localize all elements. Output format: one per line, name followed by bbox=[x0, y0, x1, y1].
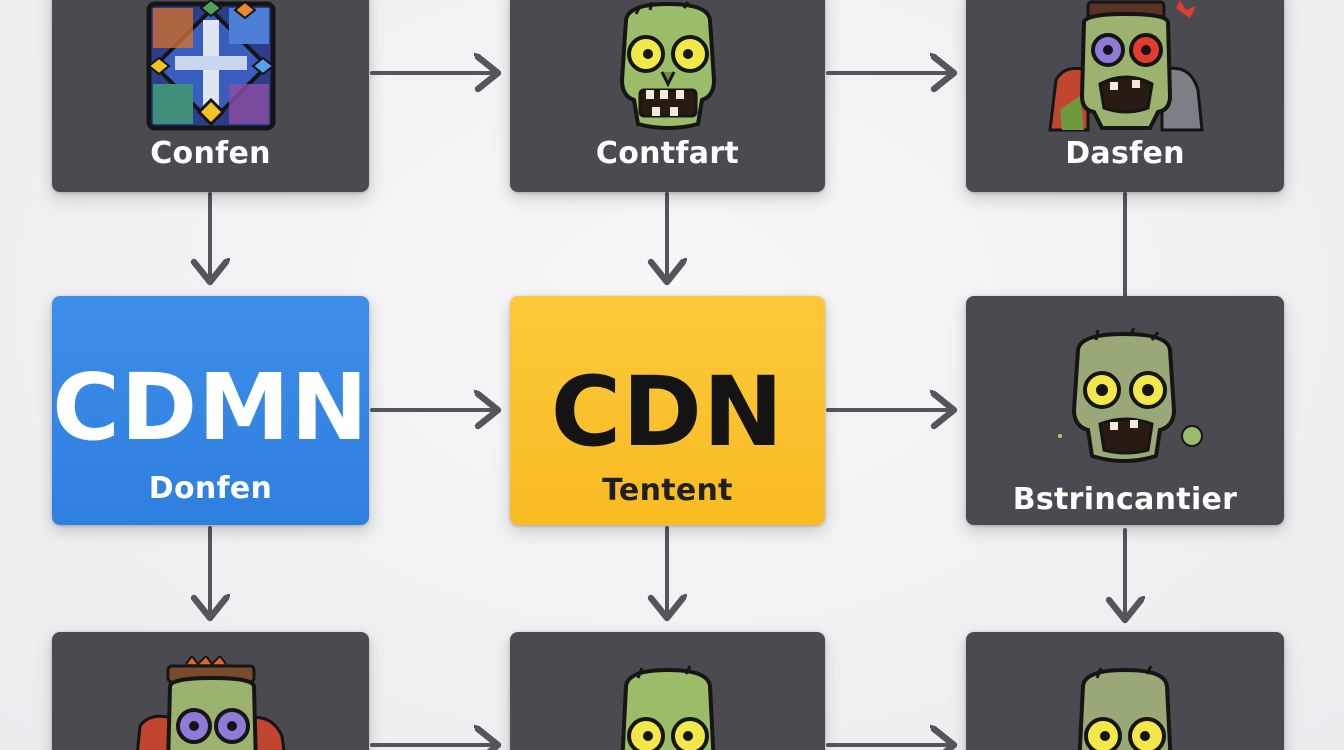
node-label: Donfen bbox=[148, 471, 273, 506]
node-r2c3[interactable]: Bstrincantier bbox=[966, 296, 1284, 525]
node-r2c2[interactable]: CDN Tentent bbox=[510, 296, 825, 525]
node-r3c3[interactable] bbox=[966, 632, 1284, 750]
node-r1c3[interactable]: Dasfen bbox=[966, 0, 1284, 192]
zombie-head-icon bbox=[620, 665, 715, 750]
node-label: Confen bbox=[150, 136, 271, 171]
node-label: Tentent bbox=[602, 473, 733, 508]
node-label: Dasfen bbox=[1065, 136, 1185, 171]
stained-glass-icon bbox=[146, 0, 275, 131]
node-label: Bstrincantier bbox=[1012, 482, 1238, 517]
node-r1c2[interactable]: Contfart bbox=[510, 0, 825, 192]
zombie-head-icon bbox=[619, 1, 716, 130]
node-r3c1[interactable] bbox=[52, 632, 369, 750]
zombie-head-icon bbox=[1077, 665, 1173, 750]
node-r1c1[interactable]: Confen bbox=[52, 0, 369, 192]
zombie-head-icon bbox=[1058, 327, 1203, 463]
node-title: CDN bbox=[550, 356, 785, 468]
zombie-helmet-icon bbox=[135, 656, 285, 750]
node-title: CDMN bbox=[52, 354, 369, 461]
zombie-helmet-icon bbox=[1048, 0, 1204, 132]
node-r3c2[interactable] bbox=[510, 632, 825, 750]
node-r2c1[interactable]: CDMN Donfen bbox=[52, 296, 369, 525]
node-label: Contfart bbox=[595, 136, 740, 171]
